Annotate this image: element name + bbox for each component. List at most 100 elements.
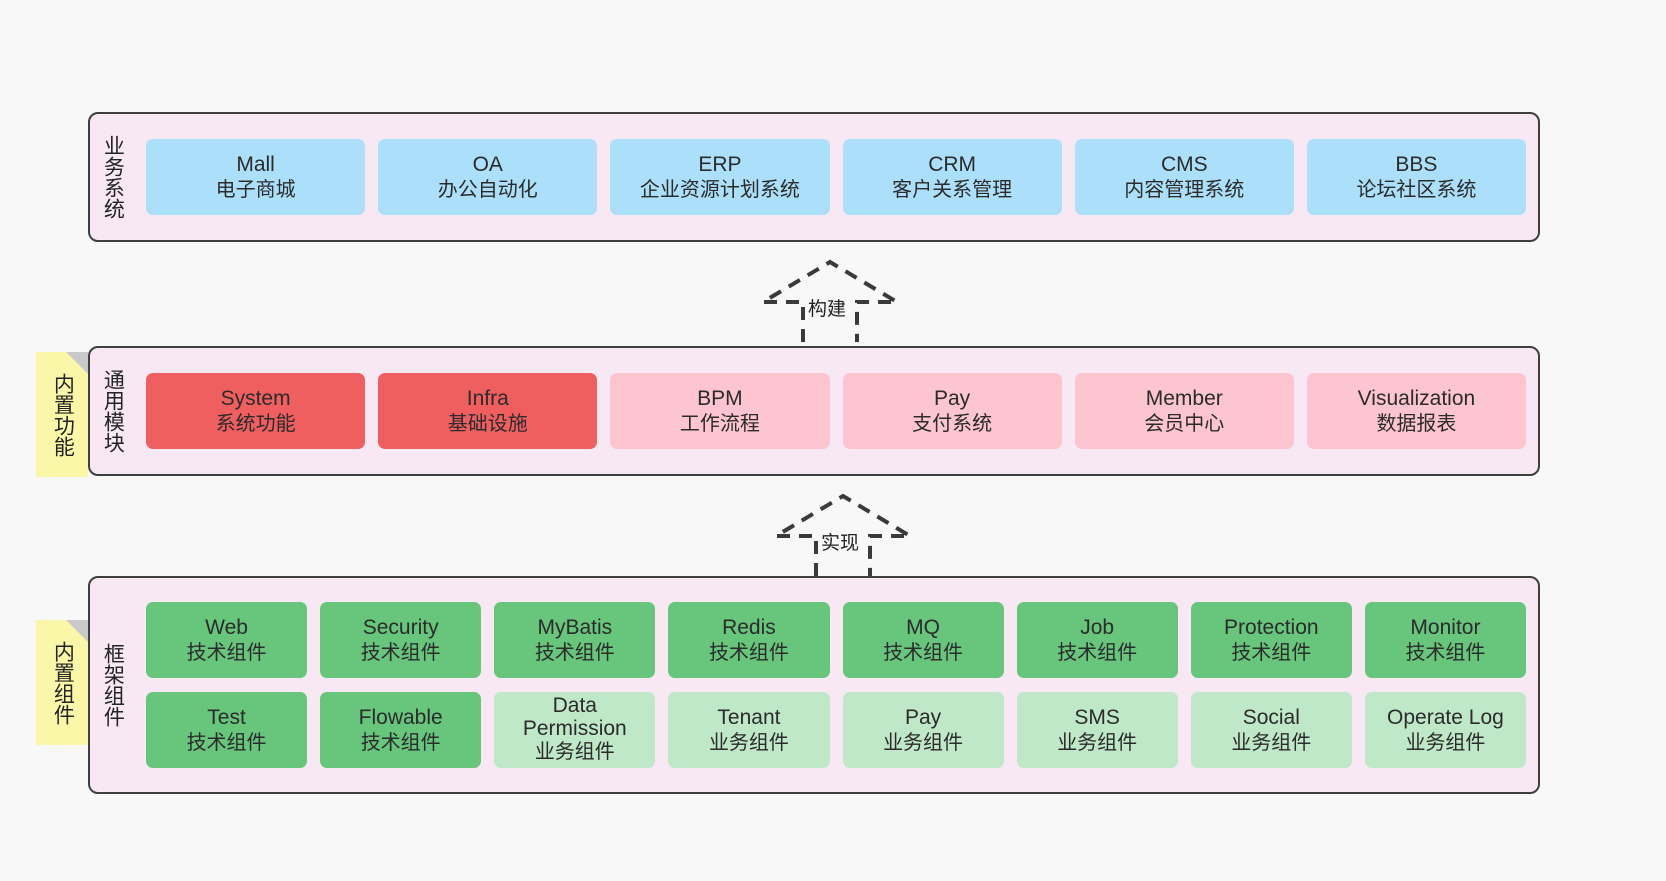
box-protection[interactable]: Protection 技术组件 (1190, 602, 1352, 678)
box-visualization[interactable]: Visualization 数据报表 (1306, 373, 1527, 449)
box-infra[interactable]: Infra 基础设施 (378, 373, 598, 449)
box-erp-desc: 企业资源计划系统 (639, 178, 800, 201)
box-pay-component-desc: 业务组件 (883, 731, 964, 754)
box-pay-component-name: Pay (904, 706, 942, 729)
box-tenant-desc: 业务组件 (708, 731, 789, 754)
box-mall-name: Mall (236, 153, 275, 176)
box-pay-module-name: Pay (934, 387, 971, 410)
box-redis-name: Redis (722, 616, 776, 639)
box-cms-desc: 内容管理系统 (1124, 178, 1245, 201)
box-data-permission[interactable]: Data Permission 业务组件 (494, 692, 656, 768)
note-builtin-features-label: 内置功能 (51, 372, 75, 457)
box-tenant[interactable]: Tenant 业务组件 (668, 692, 830, 768)
box-mq[interactable]: MQ 技术组件 (842, 602, 1004, 678)
box-test-name: Test (207, 706, 246, 729)
box-mq-desc: 技术组件 (883, 641, 964, 664)
box-flowable-name: Flowable (358, 706, 443, 729)
box-system-desc: 系统功能 (215, 412, 296, 435)
box-job-desc: 技术组件 (1057, 641, 1138, 664)
box-operate-log[interactable]: Operate Log 业务组件 (1364, 692, 1526, 768)
note-fold-corner-icon (66, 352, 88, 374)
box-sms[interactable]: SMS 业务组件 (1016, 692, 1178, 768)
box-mq-name: MQ (906, 616, 940, 639)
box-protection-name: Protection (1224, 616, 1319, 639)
box-bbs-name: BBS (1395, 153, 1438, 176)
box-erp-name: ERP (698, 153, 742, 176)
box-flowable[interactable]: Flowable 技术组件 (320, 692, 482, 768)
layer-common-module-body: System 系统功能 Infra 基础设施 BPM 工作流程 Pay 支付系统… (134, 348, 1538, 474)
box-data-permission-name: Data Permission (522, 694, 627, 740)
box-redis-desc: 技术组件 (708, 641, 789, 664)
box-bpm-name: BPM (697, 387, 743, 410)
box-monitor-desc: 技术组件 (1405, 641, 1486, 664)
box-web-desc: 技术组件 (186, 641, 267, 664)
box-data-permission-desc: 业务组件 (534, 741, 615, 764)
box-job[interactable]: Job 技术组件 (1016, 602, 1178, 678)
box-monitor-name: Monitor (1410, 616, 1481, 639)
box-visualization-desc: 数据报表 (1376, 412, 1457, 435)
box-social[interactable]: Social 业务组件 (1190, 692, 1352, 768)
box-crm[interactable]: CRM 客户关系管理 (842, 139, 1062, 215)
box-mall[interactable]: Mall 电子商城 (146, 139, 366, 215)
layer-common-module: 通用模块 System 系统功能 Infra 基础设施 BPM 工作流程 Pay… (88, 346, 1540, 476)
connector-build-label: 构建 (806, 294, 849, 321)
box-security-name: Security (362, 616, 439, 639)
connector-build: 构建 (755, 258, 905, 342)
box-crm-desc: 客户关系管理 (892, 178, 1013, 201)
box-member-name: Member (1145, 387, 1223, 410)
box-bbs[interactable]: BBS 论坛社区系统 (1306, 139, 1527, 215)
box-erp[interactable]: ERP 企业资源计划系统 (610, 139, 830, 215)
box-oa-desc: 办公自动化 (437, 178, 538, 201)
box-member-desc: 会员中心 (1144, 412, 1225, 435)
note-builtin-features: 内置功能 (36, 352, 88, 477)
layer-business-system-title: 业务系统 (101, 135, 125, 219)
box-cms[interactable]: CMS 内容管理系统 (1074, 139, 1294, 215)
box-pay-module[interactable]: Pay 支付系统 (842, 373, 1062, 449)
box-operate-log-name: Operate Log (1387, 706, 1504, 729)
box-sms-desc: 业务组件 (1057, 731, 1138, 754)
box-infra-desc: 基础设施 (447, 412, 528, 435)
layer-common-module-title: 通用模块 (101, 369, 125, 453)
box-pay-component[interactable]: Pay 业务组件 (842, 692, 1004, 768)
box-flowable-desc: 技术组件 (360, 731, 441, 754)
box-monitor[interactable]: Monitor 技术组件 (1364, 602, 1526, 678)
box-system[interactable]: System 系统功能 (146, 373, 366, 449)
connector-implement-label: 实现 (819, 528, 862, 555)
box-oa[interactable]: OA 办公自动化 (378, 139, 598, 215)
box-web[interactable]: Web 技术组件 (146, 602, 308, 678)
box-sms-name: SMS (1074, 706, 1120, 729)
framework-row-2: Test 技术组件 Flowable 技术组件 Data Permission … (146, 692, 1526, 768)
box-social-name: Social (1242, 706, 1300, 729)
box-infra-name: Infra (466, 387, 509, 410)
layer-framework-component: 框架组件 Web 技术组件 Security 技术组件 MyBatis 技术组件… (88, 576, 1540, 794)
box-pay-module-desc: 支付系统 (912, 412, 993, 435)
box-operate-log-desc: 业务组件 (1405, 731, 1486, 754)
layer-business-system: 业务系统 Mall 电子商城 OA 办公自动化 ERP 企业资源计划系统 CRM… (88, 112, 1540, 242)
box-security[interactable]: Security 技术组件 (320, 602, 482, 678)
box-protection-desc: 技术组件 (1231, 641, 1312, 664)
box-oa-name: OA (472, 153, 503, 176)
box-bpm-desc: 工作流程 (679, 412, 760, 435)
box-security-desc: 技术组件 (360, 641, 441, 664)
box-test[interactable]: Test 技术组件 (146, 692, 308, 768)
box-mybatis[interactable]: MyBatis 技术组件 (494, 602, 656, 678)
box-member[interactable]: Member 会员中心 (1074, 373, 1294, 449)
layer-framework-component-title: 框架组件 (101, 643, 125, 727)
box-redis[interactable]: Redis 技术组件 (668, 602, 830, 678)
business-row-1: Mall 电子商城 OA 办公自动化 ERP 企业资源计划系统 CRM 客户关系… (146, 139, 1527, 215)
layer-business-system-body: Mall 电子商城 OA 办公自动化 ERP 企业资源计划系统 CRM 客户关系… (134, 114, 1538, 240)
connector-implement: 实现 (768, 492, 918, 576)
box-bpm[interactable]: BPM 工作流程 (610, 373, 830, 449)
box-system-name: System (220, 387, 291, 410)
note-builtin-components: 内置组件 (36, 620, 88, 745)
box-crm-name: CRM (928, 153, 977, 176)
box-cms-name: CMS (1160, 153, 1208, 176)
box-visualization-name: Visualization (1357, 387, 1476, 410)
framework-row-1: Web 技术组件 Security 技术组件 MyBatis 技术组件 Redi… (146, 602, 1526, 678)
box-social-desc: 业务组件 (1231, 731, 1312, 754)
common-row-1: System 系统功能 Infra 基础设施 BPM 工作流程 Pay 支付系统… (146, 373, 1527, 449)
box-mybatis-name: MyBatis (537, 616, 613, 639)
note-builtin-components-label: 内置组件 (51, 640, 75, 725)
box-tenant-name: Tenant (717, 706, 781, 729)
